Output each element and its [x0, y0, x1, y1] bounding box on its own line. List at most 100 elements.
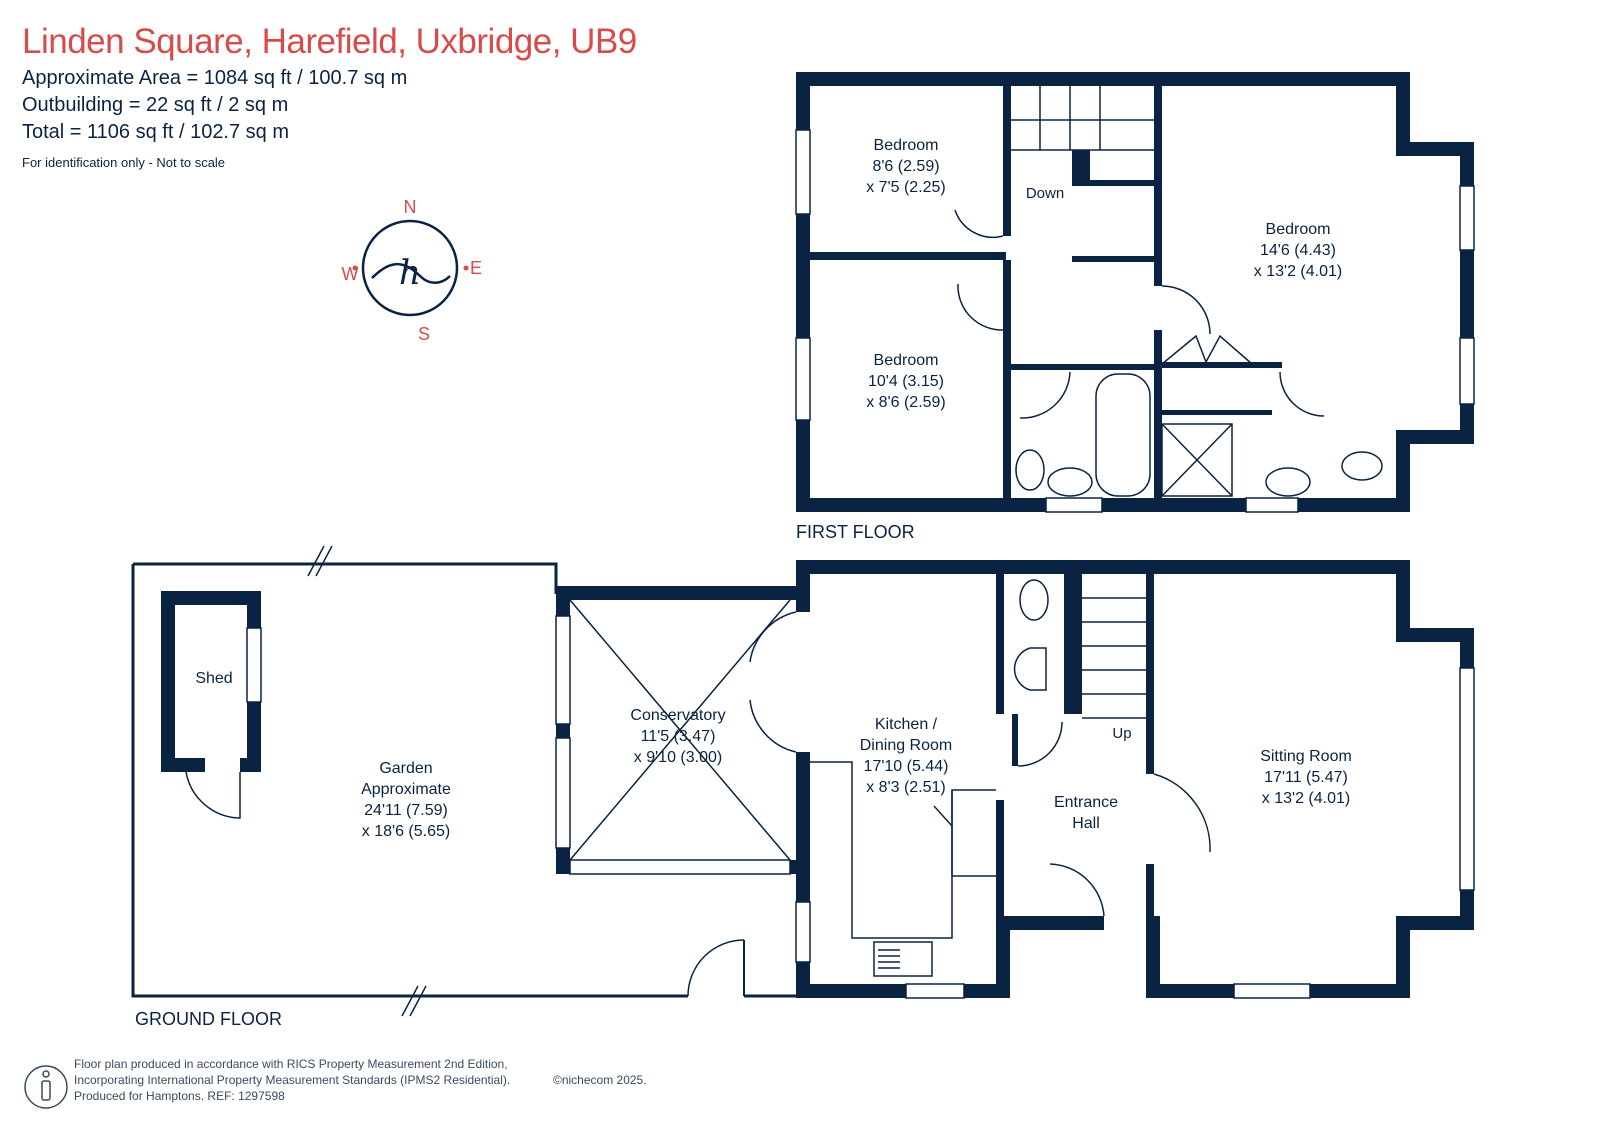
ground-floor-windows	[555, 615, 1475, 999]
wall	[1146, 916, 1160, 998]
wall	[1396, 916, 1410, 998]
wall	[556, 586, 570, 616]
window	[1459, 337, 1475, 405]
wall	[996, 916, 1010, 998]
window	[1459, 667, 1475, 891]
ground-floor-labels: Shed Garden Approximate 24'11 (7.59) x 1…	[195, 670, 1351, 840]
wall	[1396, 72, 1410, 154]
wall	[1396, 142, 1474, 156]
first-floor-labels: Bedroom 8'6 (2.59) x 7'5 (2.25) Down Bed…	[866, 137, 1342, 411]
wall	[1072, 150, 1090, 184]
room-name: Shed	[195, 670, 232, 687]
wall	[996, 574, 1004, 714]
door-swing	[1049, 863, 1105, 917]
wall	[996, 800, 1004, 916]
room-dimension: x 7'5 (2.25)	[866, 179, 946, 196]
french-doors	[749, 611, 797, 753]
wall	[1162, 362, 1282, 368]
compass-south: S	[418, 324, 430, 344]
window	[905, 983, 965, 999]
staircase	[1082, 597, 1146, 719]
basin	[1047, 467, 1093, 497]
room-name: Bedroom	[874, 137, 939, 154]
info-icon	[24, 1065, 68, 1109]
door-swing	[1153, 773, 1211, 853]
wall	[1162, 410, 1272, 415]
window	[569, 859, 791, 875]
wall	[1396, 628, 1474, 642]
wall	[996, 916, 1104, 930]
ground-floor-title: GROUND FLOOR	[135, 1009, 283, 1029]
window	[1245, 497, 1299, 513]
compass-east-dot	[463, 265, 469, 271]
kitchen-sink	[873, 941, 933, 977]
room-dimension: x 13'2 (4.01)	[1254, 263, 1342, 280]
wall	[1396, 430, 1474, 444]
wall	[1072, 180, 1154, 186]
footer-line: Produced for Hamptons. REF: 1297598	[74, 1089, 285, 1103]
first-floor-fixtures	[954, 86, 1383, 497]
wall	[796, 560, 1410, 574]
door-swing	[954, 209, 1004, 239]
compass-north: N	[404, 197, 417, 217]
door-swing	[957, 283, 1004, 331]
approximate-area: Approximate Area = 1084 sq ft / 100.7 sq…	[22, 67, 408, 89]
room-name: Bedroom	[874, 352, 939, 369]
wall	[1146, 574, 1154, 774]
room-dimension: 24'11 (7.59)	[364, 802, 448, 819]
wall	[556, 848, 570, 874]
basin	[1013, 647, 1047, 691]
shed-window	[246, 627, 262, 703]
stairs-down-label: Down	[1026, 185, 1064, 202]
window	[795, 337, 811, 421]
garden-boundary	[131, 545, 796, 1017]
wall	[810, 252, 1006, 260]
compass-east: E	[470, 258, 482, 278]
wall	[1012, 714, 1018, 766]
window	[795, 901, 811, 963]
stairs-up-label: Up	[1112, 725, 1131, 742]
scale-note: For identification only - Not to scale	[22, 155, 226, 170]
wall	[1154, 86, 1162, 286]
wall	[796, 72, 1410, 86]
first-floor-title: FIRST FLOOR	[796, 522, 915, 542]
wall	[1310, 984, 1410, 998]
compass-west-dot	[352, 265, 358, 271]
ground-floor-fixtures	[569, 579, 1211, 977]
total-area: Total = 1106 sq ft / 102.7 sq m	[22, 121, 290, 143]
door-swing	[1019, 371, 1071, 419]
basin	[1265, 467, 1311, 497]
wall	[796, 498, 1410, 512]
room-dimension: x 9'10 (3.00)	[634, 749, 722, 766]
toilet	[1341, 451, 1383, 481]
room-dimension: x 8'6 (2.59)	[866, 394, 946, 411]
wall	[1003, 86, 1011, 236]
ground-floor-plan	[556, 560, 1474, 998]
wall	[1396, 430, 1410, 512]
first-floor-windows	[795, 129, 1475, 513]
kitchen-worktop	[810, 761, 996, 939]
room-name: Approximate	[361, 781, 451, 798]
room-name: Entrance	[1054, 794, 1118, 811]
wall	[1460, 890, 1474, 930]
shower-tray-cross	[1161, 423, 1233, 497]
wall	[1154, 330, 1162, 506]
compass-logo-letter: h	[399, 253, 421, 293]
toilet	[1019, 579, 1049, 621]
toilet	[1015, 449, 1045, 491]
appliance-door	[933, 805, 953, 827]
window	[1459, 185, 1475, 251]
staircase	[1011, 86, 1154, 151]
wall	[796, 752, 810, 902]
shed-door	[185, 771, 241, 819]
wall	[1003, 260, 1011, 506]
bathtub	[1095, 373, 1151, 497]
room-name: Kitchen /	[875, 716, 938, 733]
wall	[1146, 984, 1234, 998]
room-dimension: 14'6 (4.43)	[1260, 242, 1336, 259]
room-name: Bedroom	[1266, 221, 1331, 238]
window	[1045, 497, 1103, 513]
room-dimension: x 13'2 (4.01)	[1262, 790, 1350, 807]
room-dimension: 10'4 (3.15)	[868, 373, 944, 390]
